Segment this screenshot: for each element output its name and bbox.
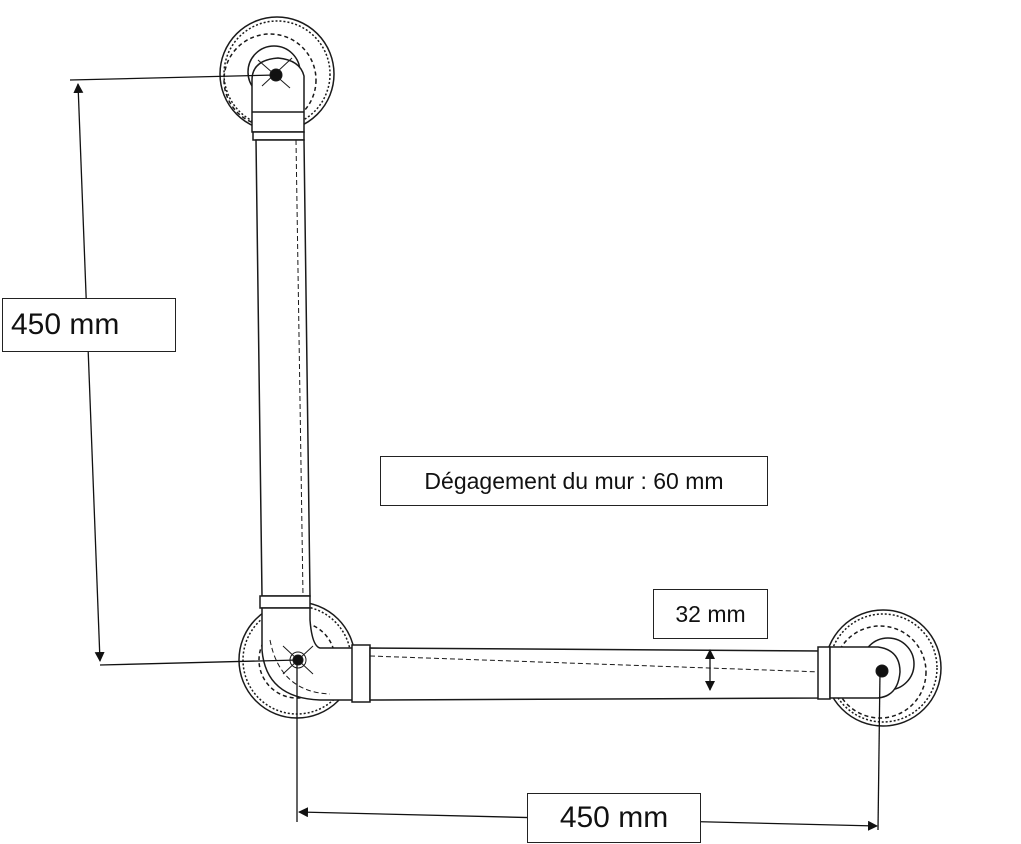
right-collar bbox=[817, 646, 901, 700]
corner-elbow bbox=[259, 595, 371, 703]
horizontal-tube bbox=[369, 647, 823, 701]
centre-points bbox=[257, 57, 889, 678]
top-elbow bbox=[251, 57, 305, 141]
vertical-dimension bbox=[69, 74, 299, 666]
wall-clearance-label: Dégagement du mur : 60 mm bbox=[380, 456, 768, 506]
vertical-tube bbox=[255, 139, 311, 597]
horizontal-length-label: 450 mm bbox=[527, 793, 701, 843]
tube-diameter-label: 32 mm bbox=[653, 589, 768, 639]
vertical-length-label: 450 mm bbox=[2, 298, 176, 352]
